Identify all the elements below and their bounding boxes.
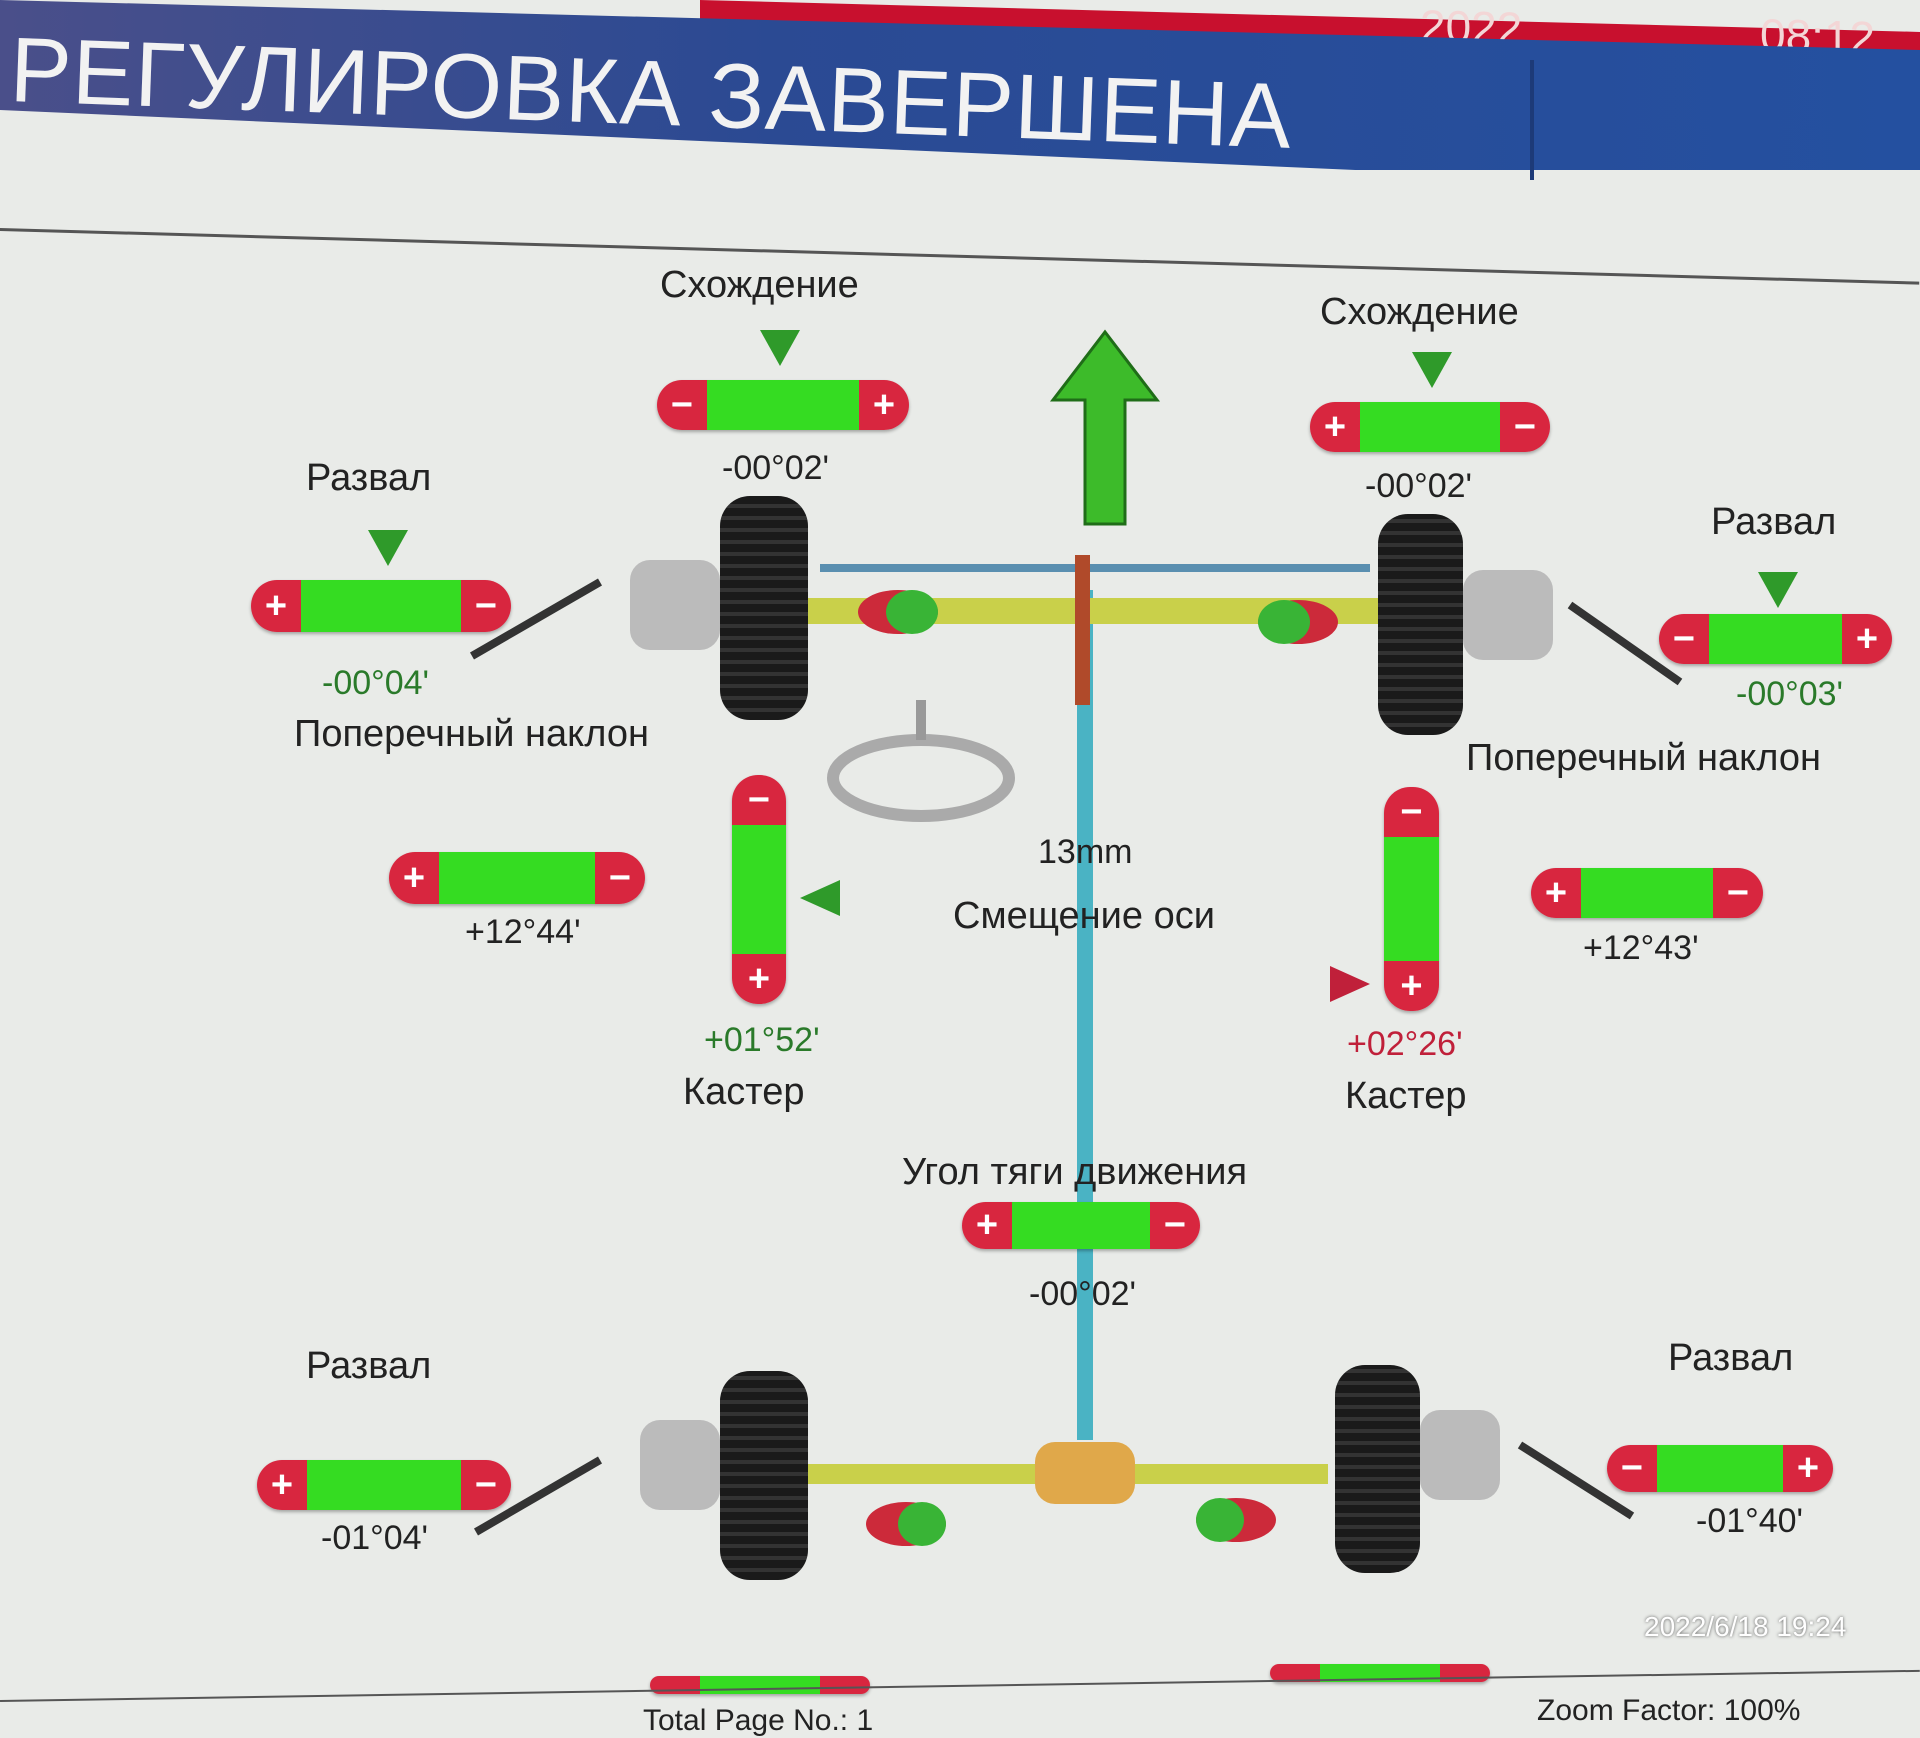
rr-camber-value: -01°40' [1696, 1502, 1804, 1540]
fl-toe-indicator-icon [760, 330, 800, 366]
fr-camber-indicator-icon [1758, 572, 1798, 608]
setback-value: 13mm [1038, 833, 1133, 871]
fl-toe-value: -00°02' [722, 449, 830, 487]
zoom-factor: Zoom Factor: 100% [1537, 1694, 1801, 1727]
fr-sai-value: +12°43' [1583, 929, 1699, 967]
fl-toe-label: Схождение [660, 264, 859, 306]
rl-camber-value: -01°04' [321, 1519, 429, 1557]
fl-camber-indicator-icon [368, 530, 408, 566]
fr-camber-label: Развал [1711, 501, 1837, 543]
rl-camber-label: Развал [306, 1345, 432, 1387]
front-right-wheel [1378, 514, 1463, 735]
fr-toe-gauge: +− [1310, 402, 1550, 452]
fr-caster-label: Кастер [1345, 1075, 1467, 1117]
steering-wheel-icon [827, 734, 1015, 822]
thrust-label: Угол тяги движения [902, 1151, 1248, 1193]
rear-left-wheel [720, 1371, 808, 1580]
photo-timestamp: 2022/6/18 19:24 [1644, 1611, 1847, 1642]
thrust-gauge: +− [962, 1202, 1200, 1249]
rr-camber-label: Развал [1668, 1337, 1794, 1379]
fl-sai-value: +12°44' [465, 913, 581, 951]
fr-camber-gauge: −+ [1659, 614, 1892, 664]
fl-camber-value: -00°04' [322, 664, 430, 702]
rear-right-wheel [1335, 1365, 1420, 1573]
thrust-value: -00°02' [1029, 1275, 1137, 1313]
fl-sai-label: Поперечный наклон [294, 713, 649, 755]
fl-caster-value: +01°52' [704, 1021, 820, 1059]
fr-sai-label: Поперечный наклон [1466, 737, 1821, 779]
total-pages: Total Page No.: 1 [643, 1704, 874, 1737]
fr-caster-value: +02°26' [1347, 1025, 1463, 1063]
fl-camber-gauge: +− [251, 580, 511, 632]
fl-caster-gauge: −+ [732, 775, 786, 1004]
fr-toe-value: -00°02' [1365, 467, 1473, 505]
differential [1035, 1442, 1135, 1504]
setback-label: Смещение оси [953, 895, 1215, 937]
fr-caster-gauge: −+ [1384, 787, 1439, 1011]
page2-gauge [650, 1676, 870, 1694]
fl-caster-indicator-icon [800, 880, 840, 916]
fl-caster-label: Кастер [683, 1071, 805, 1113]
forward-arrow-icon [1049, 329, 1161, 526]
fr-toe-label: Схождение [1320, 291, 1519, 333]
fr-caster-indicator-icon [1330, 966, 1370, 1002]
fr-camber-value: -00°03' [1736, 675, 1844, 713]
fl-toe-gauge: −+ [657, 380, 909, 430]
header-divider [1530, 60, 1534, 180]
front-left-wheel [720, 496, 808, 720]
fl-camber-label: Развал [306, 457, 432, 499]
fl-sai-gauge: +− [389, 852, 645, 904]
rl-camber-gauge: +− [257, 1460, 511, 1510]
fr-toe-indicator-icon [1412, 352, 1452, 388]
rr-camber-gauge: −+ [1607, 1445, 1833, 1492]
fr-sai-gauge: +− [1531, 868, 1763, 918]
